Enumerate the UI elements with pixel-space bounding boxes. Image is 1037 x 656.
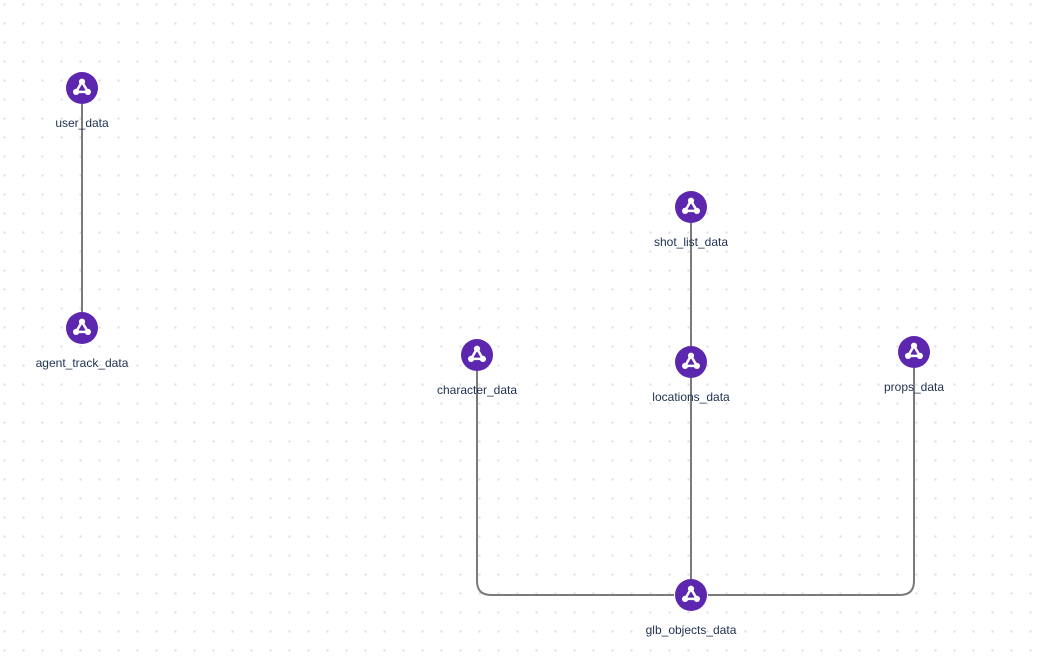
node-label: locations_data	[652, 390, 730, 404]
node-label: user_data	[55, 116, 109, 130]
node-label: shot_list_data	[653, 235, 729, 249]
hub-icon	[898, 336, 930, 368]
hub-icon	[675, 579, 707, 611]
node-label: agent_track_data	[35, 356, 129, 370]
hub-icon	[461, 339, 493, 371]
edge-character_data-to-glb_objects_data[interactable]	[476, 371, 674, 596]
node-label: glb_objects_data	[645, 623, 737, 637]
node-label: props_data	[883, 380, 945, 394]
hub-icon	[66, 312, 98, 344]
hub-icon	[66, 72, 98, 104]
hub-icon	[675, 346, 707, 378]
node-label: character_data	[436, 383, 518, 397]
hub-icon	[675, 191, 707, 223]
edge-props_data-to-glb_objects_data[interactable]	[708, 368, 915, 596]
